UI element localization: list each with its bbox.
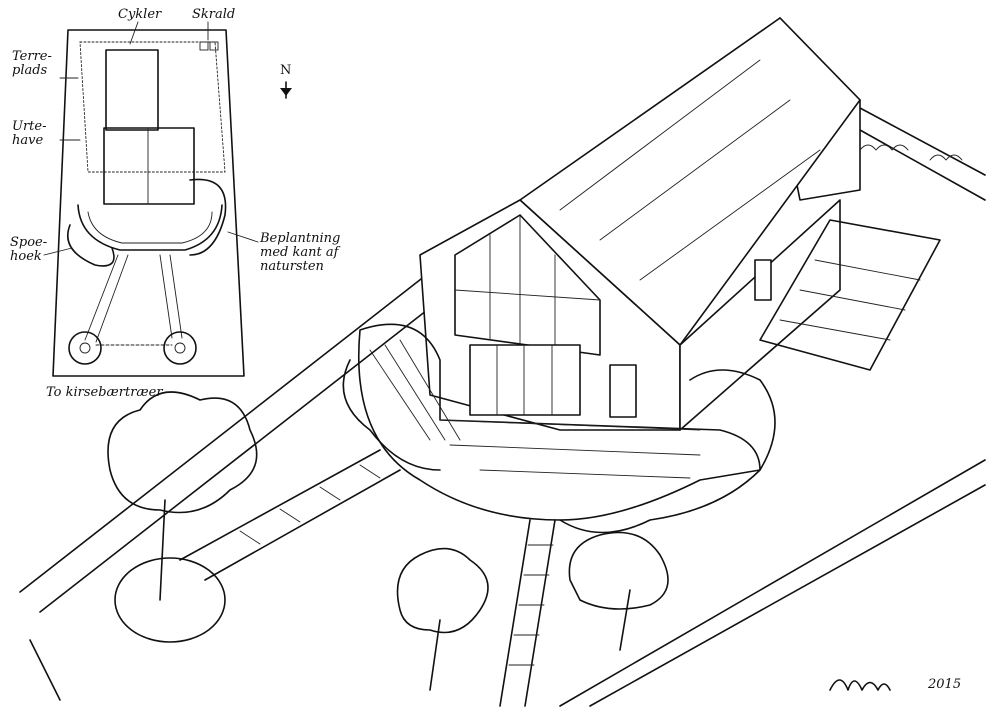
- side-wall: [679, 199, 841, 431]
- plan-planting-west: [67, 224, 115, 267]
- site-plan: [43, 21, 259, 377]
- tree-bed: [114, 557, 226, 643]
- side-window: [609, 364, 637, 418]
- plan-house-north: [105, 49, 159, 131]
- plan-path-east: [159, 254, 183, 339]
- planting-bed-west: [342, 359, 441, 471]
- label-terrasse: Terre- plads: [12, 49, 52, 78]
- path-west: [179, 449, 401, 581]
- east-hedge: [859, 144, 963, 161]
- label-cykler: Cykler: [118, 7, 162, 22]
- side-door: [754, 259, 772, 301]
- patio-doors: [469, 344, 581, 416]
- label-beplantning: Beplantning med kant af natursten: [260, 231, 341, 274]
- house: [419, 17, 861, 431]
- tree-west: [107, 391, 258, 643]
- signature-icon: [829, 679, 891, 691]
- plan-waste-bins: [199, 41, 209, 51]
- north-arrow-icon: [280, 81, 292, 99]
- gable-window: [454, 214, 601, 356]
- compass-north-label: N: [280, 63, 292, 78]
- plan-tree-east: [163, 331, 197, 365]
- label-skrald: Skrald: [192, 7, 236, 22]
- label-sandkasse: Spoe- hoek: [10, 235, 48, 264]
- plan-path-west: [84, 254, 129, 343]
- label-urtehave: Urte- have: [12, 119, 47, 148]
- label-kirsebaer: To kirsebærtræer: [46, 385, 163, 400]
- terrace: [342, 323, 776, 534]
- paving-area: [79, 41, 226, 173]
- plan-tree-west: [68, 331, 102, 365]
- plan-planting-east: [189, 178, 227, 256]
- plan-house-south: [103, 127, 195, 205]
- tree-east: [568, 531, 669, 651]
- plan-terrace: [77, 204, 223, 251]
- east-paving: [759, 219, 941, 371]
- tree-canopy: [107, 391, 258, 514]
- plot-boundary: [19, 107, 986, 707]
- plot-outline: [52, 29, 245, 377]
- signature-year: 2015: [928, 677, 962, 692]
- path-south: [499, 519, 556, 707]
- tree-south: [396, 547, 489, 691]
- planting-bed-east: [559, 369, 776, 534]
